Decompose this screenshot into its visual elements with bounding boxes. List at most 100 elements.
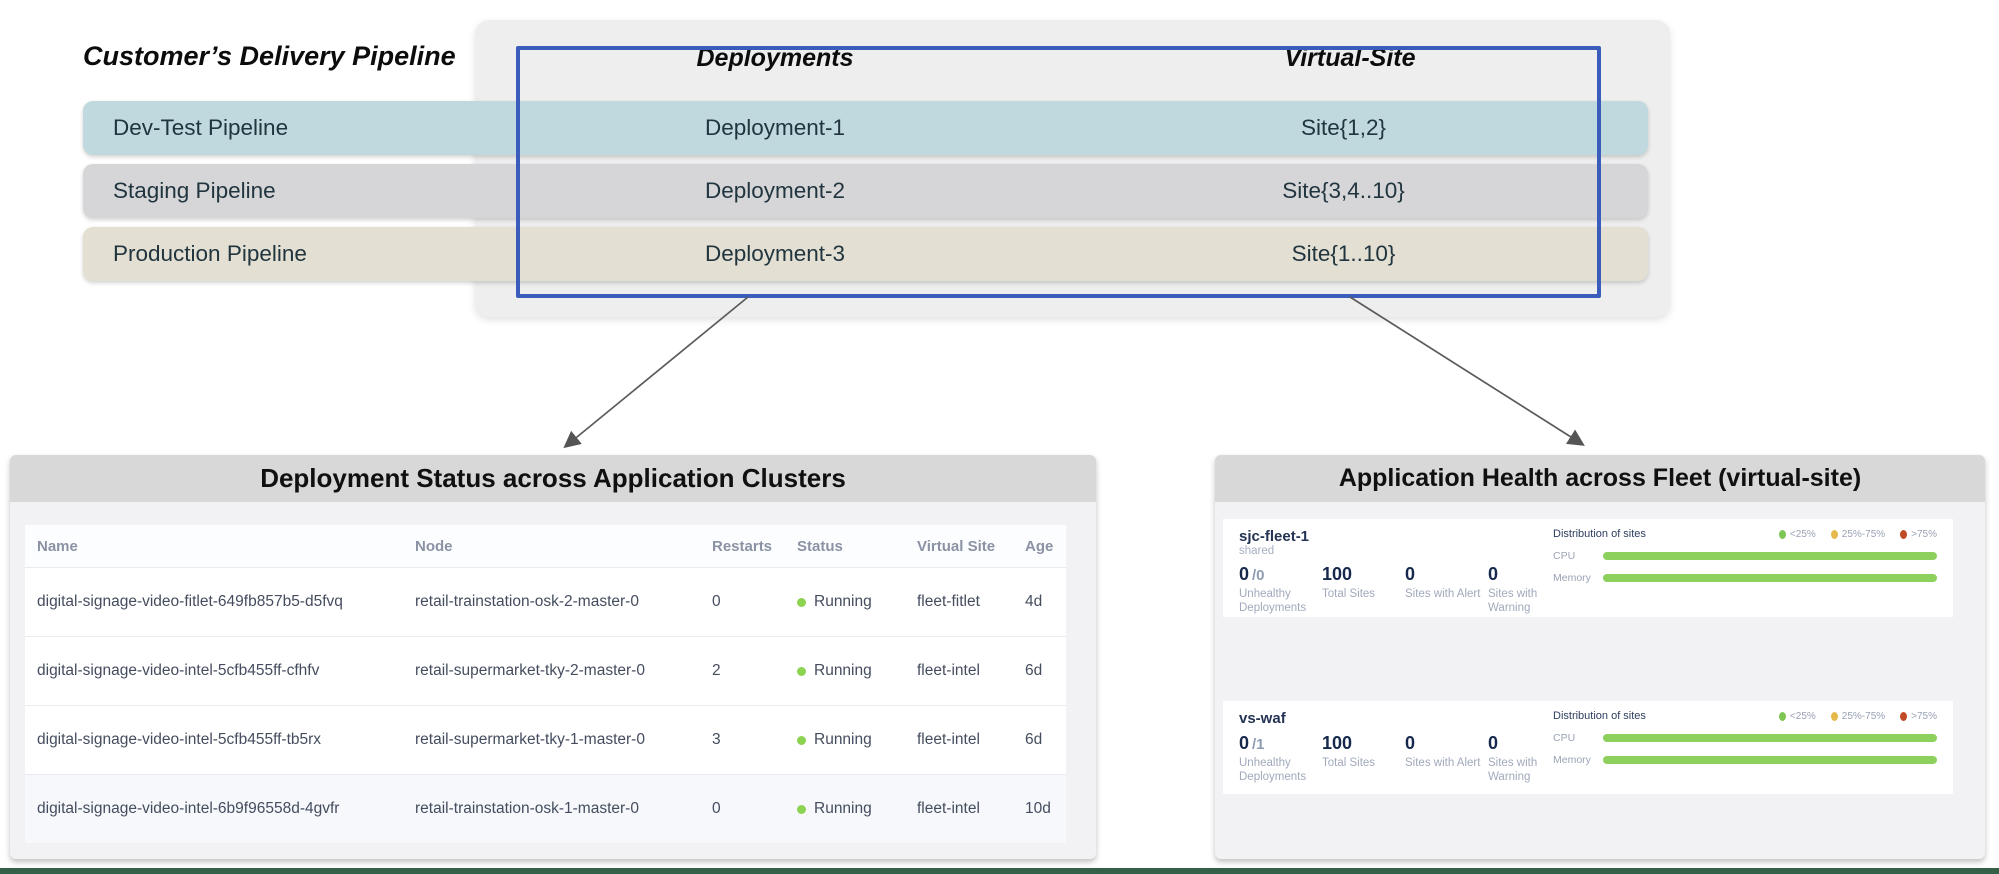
fleet-name: sjc-fleet-1 [1239, 528, 1310, 545]
stat-label: Unhealthy Deployments [1239, 757, 1307, 784]
pod-name: digital-signage-video-intel-5cfb455ff-cf… [37, 662, 320, 679]
running-status-icon [797, 804, 806, 814]
col-node: Node [415, 537, 453, 555]
pipeline-row-staging: Staging Pipeline Deployment-2 Site{3,4..… [83, 164, 1648, 218]
distribution-of-sites: Distribution of sites <25% 25%-75% >75% … [1553, 710, 1937, 766]
legend-under-25: <25% [1778, 711, 1816, 722]
distribution-of-sites: Distribution of sites <25% 25%-75% >75% … [1553, 528, 1937, 584]
distribution-legend: <25% 25%-75% >75% [1778, 711, 1937, 722]
red-dot-icon [1900, 711, 1908, 721]
pod-age: 10d [1025, 800, 1051, 817]
arrow-to-deployment-status [563, 296, 749, 449]
deployment-status-panel: Deployment Status across Application Clu… [10, 455, 1096, 859]
col-name: Name [37, 537, 78, 555]
legend-over-75: >75% [1900, 711, 1937, 722]
stat-value: 0 [1405, 733, 1416, 753]
stat-value: 0 [1488, 563, 1499, 584]
pod-status: Running [797, 593, 917, 611]
table-row: digital-signage-video-intel-5cfb455ff-tb… [25, 705, 1066, 774]
pod-restarts: 3 [712, 731, 721, 748]
pipeline-sites: Site{1,2} [1300, 115, 1387, 140]
stat-total-sites: 100 Total Sites [1322, 733, 1405, 785]
pipeline-row-production: Production Pipeline Deployment-3 Site{1.… [83, 227, 1648, 281]
pod-status-label: Running [814, 731, 872, 748]
pod-age: 6d [1025, 731, 1043, 748]
memory-distribution-bar: Memory [1553, 754, 1937, 766]
bar-label: CPU [1553, 550, 1576, 562]
arrow-to-application-health [1349, 296, 1585, 446]
pod-status: Running [797, 662, 917, 680]
pod-name: digital-signage-video-intel-6b9f96558d-4… [37, 800, 340, 817]
pod-node: retail-supermarket-tky-2-master-0 [415, 662, 645, 679]
table-row: digital-signage-video-fitlet-649fb857b5-… [25, 567, 1066, 636]
legend-25-75: 25%-75% [1830, 529, 1885, 540]
pipeline-deployment: Deployment-3 [704, 241, 846, 266]
pod-status-label: Running [814, 800, 872, 817]
pipeline-row-dev-test: Dev-Test Pipeline Deployment-1 Site{1,2} [83, 101, 1648, 155]
pods-table: Name Node Restarts Status Virtual Site A… [25, 525, 1066, 843]
legend-under-25: <25% [1778, 529, 1816, 540]
deployment-status-panel-header: Deployment Status across Application Clu… [10, 455, 1096, 502]
stat-label: Sites with Alert [1405, 587, 1481, 600]
pod-restarts: 2 [712, 662, 721, 679]
red-dot-icon [1900, 529, 1908, 539]
fleet-card-sjc-fleet-1: sjc-fleet-1 shared 0/0 Unhealthy Deploym… [1223, 519, 1953, 617]
pod-virtual-site: fleet-fitlet [917, 593, 980, 610]
stat-sites-with-warning: 0 Sites with Warning [1488, 733, 1571, 785]
running-status-icon [797, 597, 806, 607]
stat-value: 0 [1405, 563, 1416, 584]
stat-value: 100 [1322, 563, 1353, 584]
pod-name: digital-signage-video-intel-5cfb455ff-tb… [37, 731, 322, 748]
running-status-icon [797, 666, 806, 676]
stat-total-sites: 100 Total Sites [1322, 564, 1405, 616]
distribution-legend: <25% 25%-75% >75% [1778, 529, 1937, 540]
bar-label: Memory [1553, 572, 1591, 584]
col-virtual-site: Virtual Site [917, 537, 996, 555]
stat-value: 100 [1322, 733, 1353, 753]
pod-status: Running [797, 800, 917, 818]
col-status: Status [797, 537, 843, 555]
distribution-title: Distribution of sites [1553, 710, 1646, 722]
pod-age: 6d [1025, 662, 1043, 679]
bottom-accent-line [0, 868, 1999, 874]
running-status-icon [797, 735, 806, 745]
pipeline-name: Production Pipeline [113, 241, 307, 266]
green-dot-icon [1778, 529, 1786, 539]
deployments-sites-highlight-box [516, 46, 1601, 298]
pod-restarts: 0 [712, 593, 721, 610]
stat-sites-with-alert: 0 Sites with Alert [1405, 733, 1488, 785]
deployment-status-panel-title: Deployment Status across Application Clu… [260, 463, 846, 493]
pipeline-table-title: Customer’s Delivery Pipeline [83, 41, 456, 71]
pod-node: retail-trainstation-osk-1-master-0 [415, 800, 639, 817]
legend-25-75: 25%-75% [1830, 711, 1885, 722]
stat-value: 0 [1488, 733, 1499, 753]
memory-bar-fill [1603, 574, 1937, 582]
pods-table-header: Name Node Restarts Status Virtual Site A… [25, 525, 1066, 567]
stat-value: 0 [1239, 733, 1250, 753]
cpu-distribution-bar: CPU [1553, 550, 1937, 562]
application-health-panel: Application Health across Fleet (virtual… [1215, 455, 1985, 859]
stat-value: 0 [1239, 563, 1250, 584]
application-health-panel-header: Application Health across Fleet (virtual… [1215, 455, 1985, 502]
stat-suffix: /1 [1252, 736, 1265, 753]
fleet-subtitle: shared [1239, 545, 1275, 557]
stat-label: Unhealthy Deployments [1239, 587, 1307, 615]
pod-status: Running [797, 731, 917, 749]
memory-bar-fill [1603, 756, 1937, 764]
stat-label: Total Sites [1322, 587, 1376, 600]
stat-suffix: /0 [1252, 566, 1265, 584]
pod-virtual-site: fleet-intel [917, 662, 980, 679]
bar-label: CPU [1553, 732, 1576, 744]
pod-virtual-site: fleet-intel [917, 800, 980, 817]
application-health-panel-title: Application Health across Fleet (virtual… [1338, 464, 1862, 492]
fleet-stats: 0/1 Unhealthy Deployments 100 Total Site… [1239, 733, 1937, 785]
pipeline-sites: Site{1..10} [1291, 241, 1396, 266]
table-row: digital-signage-video-intel-5cfb455ff-cf… [25, 636, 1066, 705]
distribution-title: Distribution of sites [1553, 528, 1646, 540]
col-restarts: Restarts [712, 537, 773, 555]
pod-status-label: Running [814, 662, 872, 679]
col-age: Age [1025, 537, 1054, 555]
stat-sites-with-warning: 0 Sites with Warning [1488, 564, 1571, 616]
cpu-distribution-bar: CPU [1553, 732, 1937, 744]
